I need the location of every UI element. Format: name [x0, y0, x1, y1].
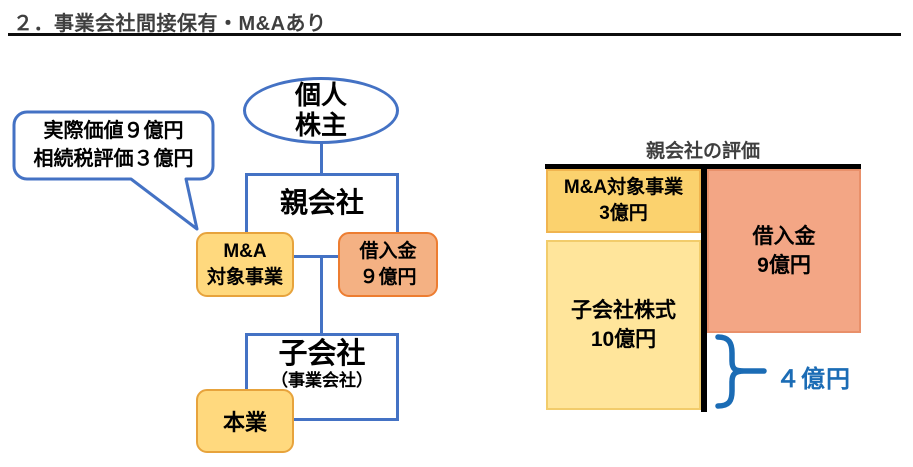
chart-ma-line1: M&A対象事業 [563, 177, 684, 199]
shareholder-ellipse: 個人 株主 [243, 77, 399, 144]
shareholder-label-line1: 個人 [294, 80, 347, 111]
chart-subsidiary-line2: 10億円 [590, 328, 657, 351]
page-title: ２．事業会社間接保有・M&Aあり [13, 13, 327, 35]
ma-target-line1: M&A [223, 241, 267, 263]
shareholder-label-line2: 株主 [294, 109, 347, 140]
chart-loan-block: 借入金 9億円 [707, 169, 861, 333]
loan-line1: 借入金 [359, 241, 417, 263]
callout-line2: 相続税評価３億円 [33, 147, 194, 170]
callout-line1: 実際価値９億円 [43, 120, 184, 142]
ma-target-line2: 対象事業 [206, 266, 283, 288]
difference-brace-icon [715, 334, 767, 409]
subsidiary-note: （事業会社） [271, 371, 373, 391]
callout-text: 実際価値９億円 相続税評価３億円 [14, 118, 213, 173]
ma-target-business-box: M&A 対象事業 [196, 232, 294, 297]
chart-ma-block: M&A対象事業 3億円 [546, 169, 701, 233]
parent-company-label: 親会社 [279, 187, 364, 218]
chart-subsidiary-line1: 子会社株式 [571, 298, 676, 322]
loan-box: 借入金 ９億円 [338, 232, 438, 297]
difference-label: ４億円 [776, 366, 851, 393]
chart-subsidiary-block: 子会社株式 10億円 [546, 240, 701, 410]
loan-line2: ９億円 [359, 266, 417, 288]
chart-loan-line2: 9億円 [757, 254, 811, 277]
title-underline [8, 33, 901, 36]
subsidiary-box: 子会社 （事業会社） [245, 333, 399, 421]
chart-title: 親会社の評価 [645, 141, 760, 162]
chart-divider [701, 164, 707, 412]
chart-loan-line1: 借入金 [752, 224, 816, 248]
subsidiary-label: 子会社 [278, 338, 366, 370]
chart-ma-line2: 3億円 [599, 203, 648, 224]
core-business-box: 本業 [196, 389, 294, 453]
core-business-label: 本業 [222, 410, 267, 435]
